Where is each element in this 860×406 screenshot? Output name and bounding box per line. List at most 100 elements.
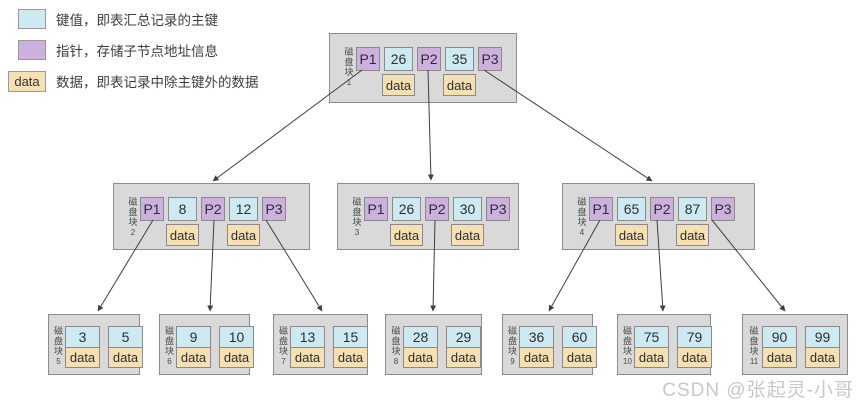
data-cell: data: [403, 347, 438, 368]
key-cell: 60: [562, 326, 598, 348]
key-cell: 15: [333, 326, 369, 348]
data-cell: data: [677, 347, 713, 368]
key-cell: 99: [805, 326, 840, 348]
data-cell: data: [227, 224, 260, 246]
key-cell: 26: [384, 47, 413, 71]
data-cell: data: [65, 347, 101, 368]
pointer-cell: P3: [711, 197, 735, 221]
pointer-cell: P2: [425, 197, 449, 221]
data-cell: data: [443, 74, 476, 96]
watermark: CSDN @张起灵-小哥: [662, 380, 854, 401]
data-cell: data: [562, 347, 598, 368]
disk-block-number: 6: [167, 357, 172, 366]
data-cell: data: [634, 347, 670, 368]
data-cell: data: [615, 224, 648, 246]
data-cell: data: [451, 224, 484, 246]
key-cell: 79: [677, 326, 713, 348]
disk-block-number: 2: [130, 228, 136, 237]
key-cell: 87: [678, 197, 707, 221]
key-cell: 8: [168, 197, 197, 221]
key-cell: 90: [762, 326, 797, 348]
disk-block-number: 9: [510, 357, 515, 366]
data-cell: data: [382, 74, 415, 96]
pointer-cell: P1: [140, 197, 164, 221]
key-cell: 3: [65, 326, 101, 348]
data-cell: data: [446, 347, 481, 368]
data-cell: data: [333, 347, 369, 368]
key-cell: 30: [453, 197, 482, 221]
pointer-cell: P3: [478, 47, 502, 71]
disk-block-number: 1: [346, 78, 352, 87]
legend: 键值，即表汇总记录的主键 指针，存储子节点地址信息 data 数据，即表记录中除…: [8, 8, 259, 92]
key-cell: 26: [392, 197, 421, 221]
data-cell: data: [676, 224, 709, 246]
pointer-cell: P1: [364, 197, 388, 221]
data-swatch: data: [8, 70, 46, 92]
legend-item-pointer: 指针，存储子节点地址信息: [8, 39, 259, 61]
disk-block-number: 10: [623, 357, 632, 366]
key-swatch: [18, 9, 46, 29]
legend-label: 键值，即表汇总记录的主键: [56, 13, 218, 28]
key-cell: 35: [445, 47, 474, 71]
pointer-cell: P1: [356, 47, 380, 71]
disk-block-number: 3: [354, 228, 360, 237]
key-cell: 28: [403, 326, 438, 348]
pointer-cell: P3: [486, 197, 510, 221]
data-cell: data: [176, 347, 212, 368]
pointer-swatch: [18, 40, 46, 60]
data-cell: data: [762, 347, 797, 368]
pointer-cell: P3: [262, 197, 286, 221]
key-cell: 5: [108, 326, 144, 348]
disk-block-number: 11: [749, 357, 759, 366]
legend-label: 指针，存储子节点地址信息: [56, 44, 218, 59]
data-cell: data: [108, 347, 144, 368]
data-cell: data: [290, 347, 326, 368]
key-cell: 10: [219, 326, 255, 348]
data-cell: data: [219, 347, 255, 368]
disk-block-number: 5: [56, 357, 61, 366]
pointer-cell: P2: [201, 197, 225, 221]
data-cell: data: [390, 224, 423, 246]
disk-block-number: 4: [579, 228, 585, 237]
legend-item-key: 键值，即表汇总记录的主键: [8, 8, 259, 30]
pointer-cell: P1: [589, 197, 613, 221]
data-cell: data: [166, 224, 199, 246]
key-cell: 65: [617, 197, 646, 221]
data-cell: data: [519, 347, 555, 368]
legend-label: 数据，即表记录中除主键外的数据: [56, 75, 259, 90]
key-cell: 12: [229, 197, 258, 221]
pointer-cell: P2: [417, 47, 441, 71]
key-cell: 9: [176, 326, 212, 348]
data-cell: data: [805, 347, 840, 368]
legend-item-data: data 数据，即表记录中除主键外的数据: [8, 70, 259, 92]
key-cell: 36: [519, 326, 555, 348]
key-cell: 13: [290, 326, 326, 348]
pointer-cell: P2: [650, 197, 674, 221]
key-cell: 75: [634, 326, 670, 348]
key-cell: 29: [446, 326, 481, 348]
disk-block-number: 8: [393, 357, 399, 366]
disk-block-number: 7: [281, 357, 286, 366]
